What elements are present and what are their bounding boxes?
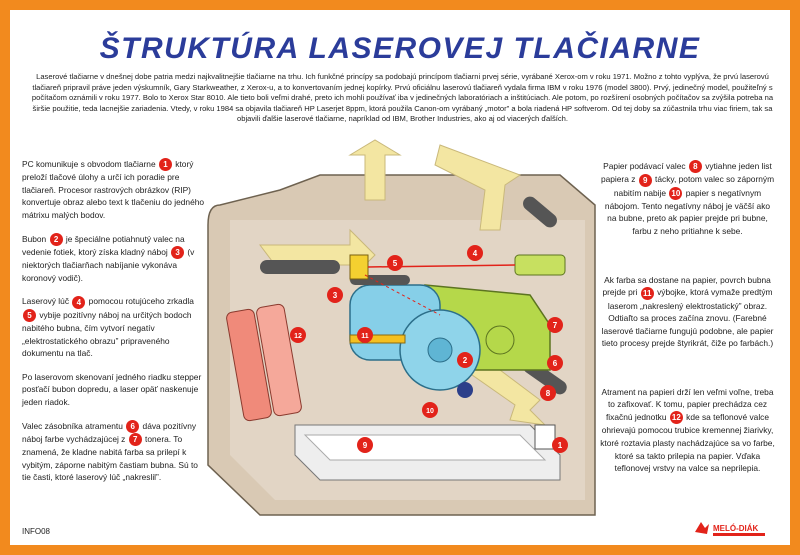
callout-badge-1: 1 [158, 158, 172, 172]
svg-text:1: 1 [558, 441, 563, 450]
svg-text:12: 12 [294, 333, 302, 340]
callout-badge-8: 8 [688, 160, 702, 174]
callout-2: 2 [457, 352, 473, 368]
callout-12: 12 [290, 327, 306, 343]
laser-beam-scan [364, 274, 441, 316]
left-para-1: PC komunikuje s obvodom tlačiarne 1 ktor… [22, 158, 205, 221]
intro-paragraph: Laserové tlačiarne v dnešnej dobe patria… [31, 72, 774, 124]
left-column: PC komunikuje s obvodom tlačiarne 1 ktor… [22, 158, 207, 495]
left-para-5: Valec zásobníka atramentu 6 dáva pozitív… [22, 419, 198, 483]
callout-5: 5 [387, 255, 403, 271]
svg-text:9: 9 [363, 441, 368, 450]
callout-8: 8 [540, 385, 556, 401]
svg-text:11: 11 [361, 333, 369, 340]
callout-1: 1 [552, 437, 568, 453]
right-para-1: Papier podávací valec 8 vytiahne jeden l… [600, 160, 775, 237]
developer-roller [485, 325, 515, 355]
discharge-lamp [349, 334, 406, 344]
svg-text:6: 6 [553, 359, 558, 368]
svg-text:10: 10 [426, 408, 434, 415]
left-para-2: Bubon 2 je špeciálne potiahnutý valec na… [22, 232, 195, 283]
callout-badge-2: 2 [49, 232, 63, 246]
callout-11: 11 [357, 327, 373, 343]
callout-9: 9 [357, 437, 373, 453]
laser-unit [514, 254, 566, 276]
callout-badge-10: 10 [669, 186, 683, 200]
controller-board [534, 424, 556, 450]
roller-top-left [260, 260, 340, 274]
callout-7: 7 [547, 317, 563, 333]
callout-6: 6 [547, 355, 563, 371]
svg-text:MELÓ-DIÁK: MELÓ-DIÁK [713, 524, 759, 533]
info-code: INFO08 [22, 527, 51, 536]
svg-text:2: 2 [463, 356, 468, 365]
svg-text:7: 7 [553, 321, 558, 330]
paper-path-arrow-right [464, 354, 547, 426]
callout-badge-3: 3 [171, 246, 185, 260]
callout-badge-9: 9 [638, 173, 652, 187]
callout-badge-12: 12 [669, 411, 683, 425]
callout-badge-6: 6 [126, 419, 140, 433]
fuser-roller-1 [226, 308, 272, 422]
transfer-roller [457, 382, 473, 398]
callout-4: 4 [467, 245, 483, 261]
callout-badge-5: 5 [23, 308, 36, 322]
callout-badge-11: 11 [640, 286, 654, 300]
svg-text:3: 3 [333, 291, 338, 300]
drum-axle [427, 337, 453, 363]
roller-top-right [523, 196, 557, 228]
paper-path-arrow-top [434, 144, 522, 231]
right-para-3: Atrament na papieri drží len veľmi voľne… [600, 386, 775, 474]
fuser-roller-2 [256, 303, 302, 417]
logo-mark-icon [695, 522, 709, 534]
svg-text:5: 5 [393, 259, 398, 268]
printer-diagram: 1 2 3 4 5 6 7 8 9 10 11 12 [207, 139, 596, 516]
left-para-3: Laserový lúč 4 pomocou rotujúceho zrkadl… [22, 295, 194, 359]
logo-bar [713, 533, 765, 536]
svg-text:4: 4 [473, 249, 478, 258]
callout-badge-7: 7 [128, 433, 142, 447]
page-title: ŠTRUKTÚRA LASEROVEJ TLAČIARNE [99, 32, 701, 65]
publisher-logo: MELÓ-DIÁK [695, 522, 765, 536]
right-column: Papier podávací valec 8 vytiahne jeden l… [600, 160, 775, 486]
paper-out-arrow [348, 139, 402, 201]
callout-10: 10 [422, 402, 438, 418]
callout-3: 3 [327, 287, 343, 303]
right-para-2: Ak farba sa dostane na papier, povrch bu… [601, 274, 774, 349]
paper-sheet [303, 434, 547, 461]
callout-badge-4: 4 [72, 295, 86, 309]
svg-text:8: 8 [546, 389, 551, 398]
left-para-4: Po laserovom skenovaní jedného riadku st… [22, 371, 202, 407]
